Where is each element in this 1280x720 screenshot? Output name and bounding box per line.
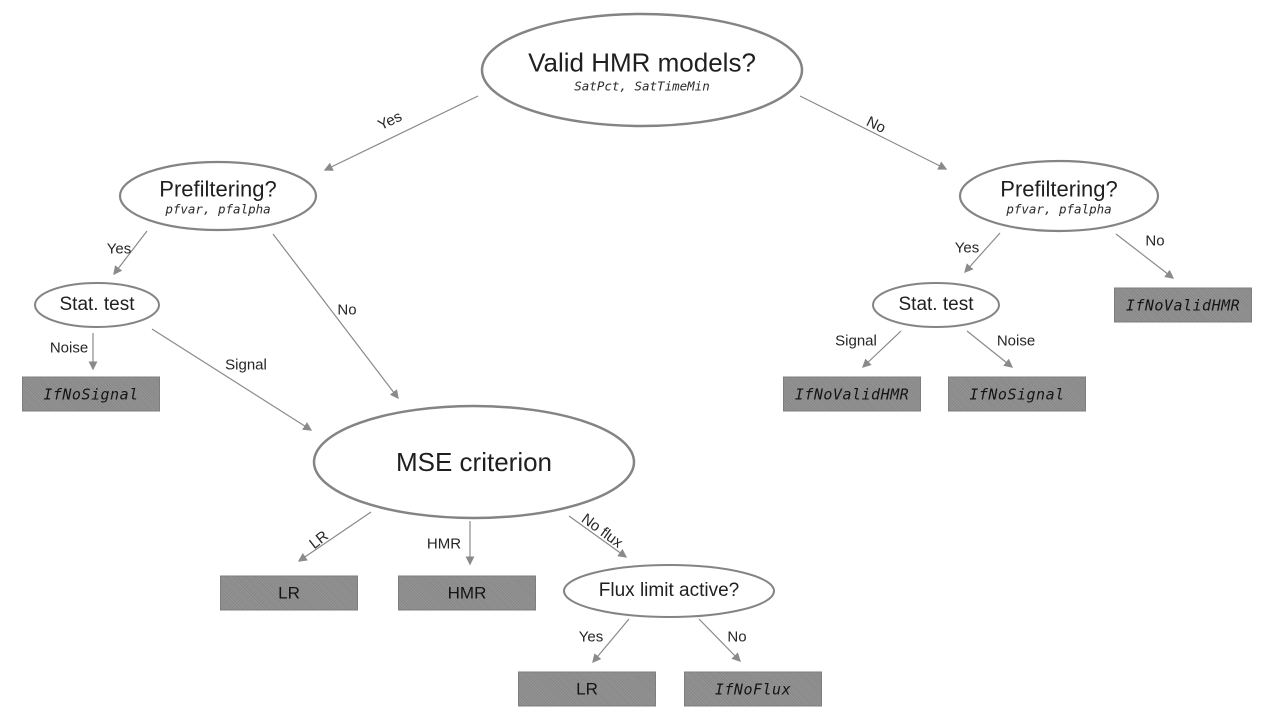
node-prefiltering-left-ellipse: [118, 160, 318, 232]
outcome-box-if-no-valid-hmr-right: IfNoValidHMR: [1114, 287, 1252, 323]
node-valid-hmr-ellipse: [480, 12, 804, 128]
edge-rightpf-yes-arrow: [964, 232, 1001, 274]
node-stat-test-left-ellipse: [34, 282, 160, 328]
edge-mse-noflux-arrow: [568, 515, 628, 558]
outcome-box-lr-flux: LR: [518, 671, 656, 707]
edge-mse-lr-arrow: [297, 511, 372, 562]
node-prefiltering-right-ellipse: [958, 159, 1160, 233]
outcome-box-if-no-valid-hmr-signal: IfNoValidHMR: [783, 376, 921, 412]
outcome-box-if-no-signal-left: IfNoSignal: [22, 376, 160, 412]
edge-flux-no-arrow: [698, 618, 741, 662]
node-flux-limit-ellipse: [563, 564, 775, 618]
edge-validhmr-no-arrow: [799, 95, 948, 170]
edge-flux-yes-arrow: [592, 618, 630, 664]
outcome-box-if-no-signal-right: IfNoSignal: [948, 376, 1086, 412]
edge-rightpf-no-arrow: [1115, 233, 1175, 279]
outcome-box-lr-mse: LR: [220, 575, 358, 611]
node-mse-criterion-ellipse: [312, 404, 636, 520]
outcome-box-hmr-mse: HMR: [398, 575, 536, 611]
edge-leftstat-signal-arrow: [151, 328, 313, 431]
outcome-box-if-no-flux: IfNoFlux: [684, 671, 822, 707]
node-stat-test-right-ellipse: [872, 282, 1000, 328]
edge-leftpf-yes-arrow: [113, 230, 148, 276]
edge-rightstat-signal-arrow: [862, 330, 902, 368]
edge-rightstat-noise-arrow: [966, 330, 1014, 368]
edge-leftpf-no-arrow: [272, 233, 399, 400]
edge-validhmr-yes-arrow: [323, 95, 479, 171]
